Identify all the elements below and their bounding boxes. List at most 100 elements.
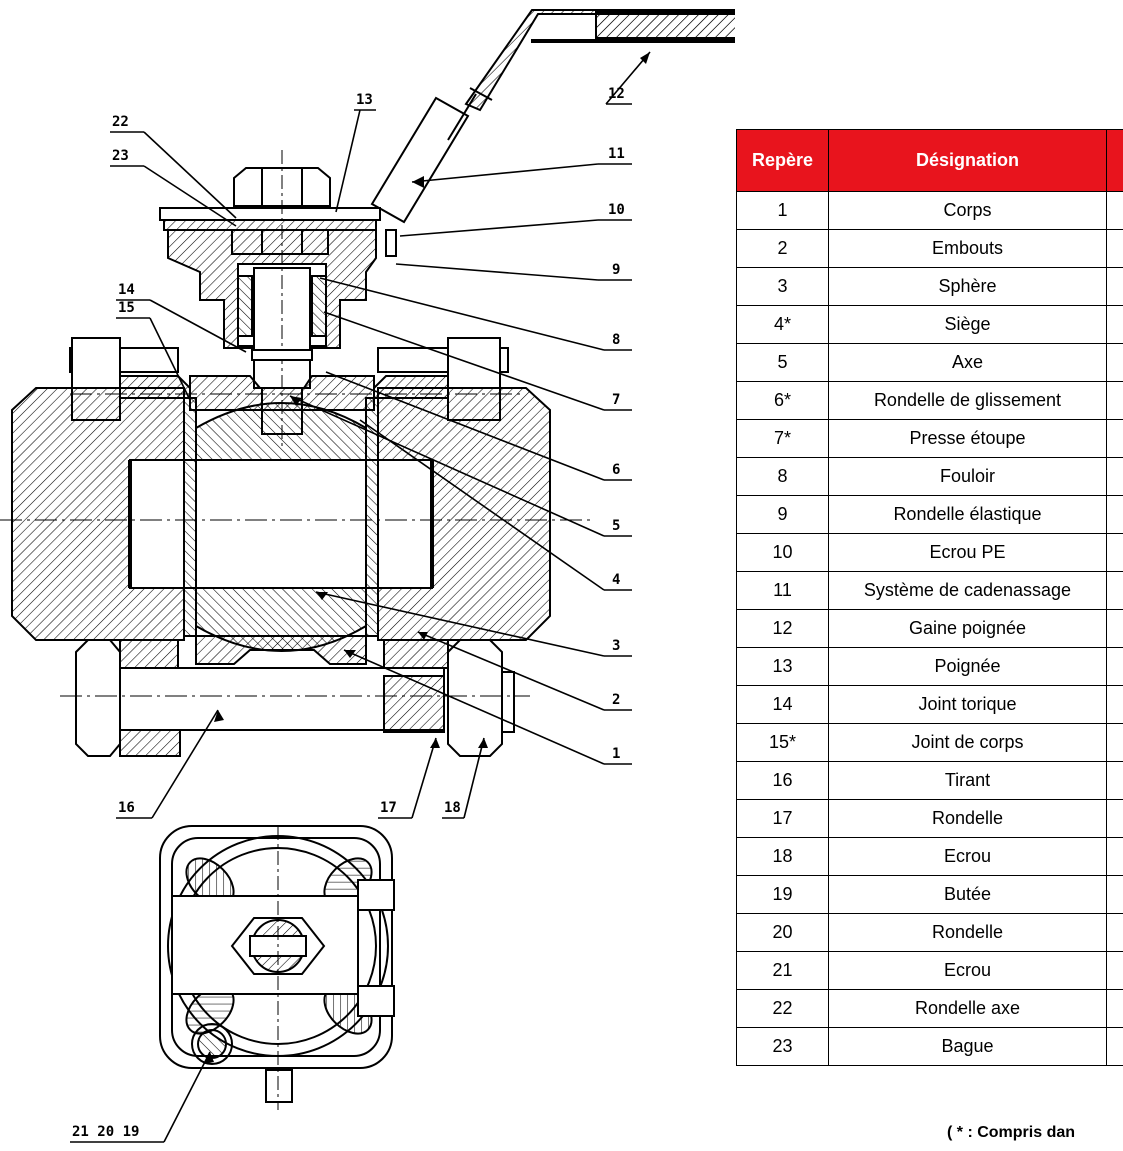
tie-rod bbox=[60, 639, 530, 757]
cell-repere: 20 bbox=[736, 913, 829, 952]
cell-repere: 8 bbox=[736, 457, 829, 496]
cell-repere: 14 bbox=[736, 685, 829, 724]
cell-designation: Sphère bbox=[828, 267, 1107, 306]
callout-9: 9 bbox=[612, 262, 620, 278]
cell-designation: Siège bbox=[828, 305, 1107, 344]
cell-designation: Tirant bbox=[828, 761, 1107, 800]
callout-22: 22 bbox=[112, 114, 129, 130]
header-extra bbox=[1106, 129, 1123, 192]
callout-8: 8 bbox=[612, 332, 620, 348]
top-view bbox=[159, 825, 395, 1110]
cell-repere: 16 bbox=[736, 761, 829, 800]
cell-designation: Ecrou PE bbox=[828, 533, 1107, 572]
cell-designation: Rondelle bbox=[828, 799, 1107, 838]
cell-repere: 17 bbox=[736, 799, 829, 838]
cell-extra bbox=[1106, 419, 1123, 458]
cell-extra bbox=[1106, 229, 1123, 268]
callout-14: 14 bbox=[118, 282, 135, 298]
callout-2: 2 bbox=[612, 692, 620, 708]
cell-designation: Rondelle de glissement bbox=[828, 381, 1107, 420]
callout-11: 11 bbox=[608, 146, 625, 162]
cell-repere: 3 bbox=[736, 267, 829, 306]
cell-repere: 21 bbox=[736, 951, 829, 990]
cell-repere: 15* bbox=[736, 723, 829, 762]
cell-extra bbox=[1106, 305, 1123, 344]
cell-extra bbox=[1106, 343, 1123, 382]
cell-extra bbox=[1106, 799, 1123, 838]
cell-designation: Butée bbox=[828, 875, 1107, 914]
cell-designation: Bague bbox=[828, 1027, 1107, 1066]
callout-23: 23 bbox=[112, 148, 129, 164]
cell-repere: 13 bbox=[736, 647, 829, 686]
callout-12: 12 bbox=[608, 86, 625, 102]
cell-repere: 2 bbox=[736, 229, 829, 268]
cell-designation: Corps bbox=[828, 191, 1107, 230]
cell-extra bbox=[1106, 609, 1123, 648]
cell-extra bbox=[1106, 761, 1123, 800]
cell-repere: 18 bbox=[736, 837, 829, 876]
cell-repere: 12 bbox=[736, 609, 829, 648]
cell-extra bbox=[1106, 951, 1123, 990]
cell-extra bbox=[1106, 913, 1123, 952]
cell-extra bbox=[1106, 875, 1123, 914]
cell-repere: 4* bbox=[736, 305, 829, 344]
cell-repere: 10 bbox=[736, 533, 829, 572]
callout-16: 16 bbox=[118, 800, 135, 816]
cell-extra bbox=[1106, 1027, 1123, 1066]
table-row: 7*Presse étoupe bbox=[736, 419, 1123, 458]
cell-extra bbox=[1106, 267, 1123, 306]
cell-repere: 22 bbox=[736, 989, 829, 1028]
cell-repere: 23 bbox=[736, 1027, 829, 1066]
cell-extra bbox=[1106, 533, 1123, 572]
cell-extra bbox=[1106, 837, 1123, 876]
cell-extra bbox=[1106, 723, 1123, 762]
header-designation: Désignation bbox=[828, 129, 1107, 192]
cell-extra bbox=[1106, 989, 1123, 1028]
cell-extra bbox=[1106, 381, 1123, 420]
cell-designation: Joint de corps bbox=[828, 723, 1107, 762]
callout-15: 15 bbox=[118, 300, 135, 316]
cell-designation: Poignée bbox=[828, 647, 1107, 686]
cell-designation: Gaine poignée bbox=[828, 609, 1107, 648]
callout-21-20-19: 21 20 19 bbox=[72, 1124, 139, 1140]
cell-designation: Rondelle élastique bbox=[828, 495, 1107, 534]
cell-extra bbox=[1106, 457, 1123, 496]
callout-5: 5 bbox=[612, 518, 620, 534]
callout-7: 7 bbox=[612, 392, 620, 408]
callout-3: 3 bbox=[612, 638, 620, 654]
cell-repere: 9 bbox=[736, 495, 829, 534]
header-repere: Repère bbox=[736, 129, 829, 192]
footnote: ( * : Compris dan bbox=[947, 1124, 1076, 1141]
cell-designation: Joint torique bbox=[828, 685, 1107, 724]
leader-arrowheads bbox=[204, 52, 650, 1064]
cell-designation: Presse étoupe bbox=[828, 419, 1107, 458]
cell-designation: Fouloir bbox=[828, 457, 1107, 496]
cell-repere: 6* bbox=[736, 381, 829, 420]
cell-designation: Rondelle bbox=[828, 913, 1107, 952]
cell-extra bbox=[1106, 191, 1123, 230]
cell-designation: Ecrou bbox=[828, 951, 1107, 990]
callout-18: 18 bbox=[444, 800, 461, 816]
cell-repere: 5 bbox=[736, 343, 829, 382]
cell-repere: 11 bbox=[736, 571, 829, 610]
cell-designation: Système de cadenassage bbox=[828, 571, 1107, 610]
